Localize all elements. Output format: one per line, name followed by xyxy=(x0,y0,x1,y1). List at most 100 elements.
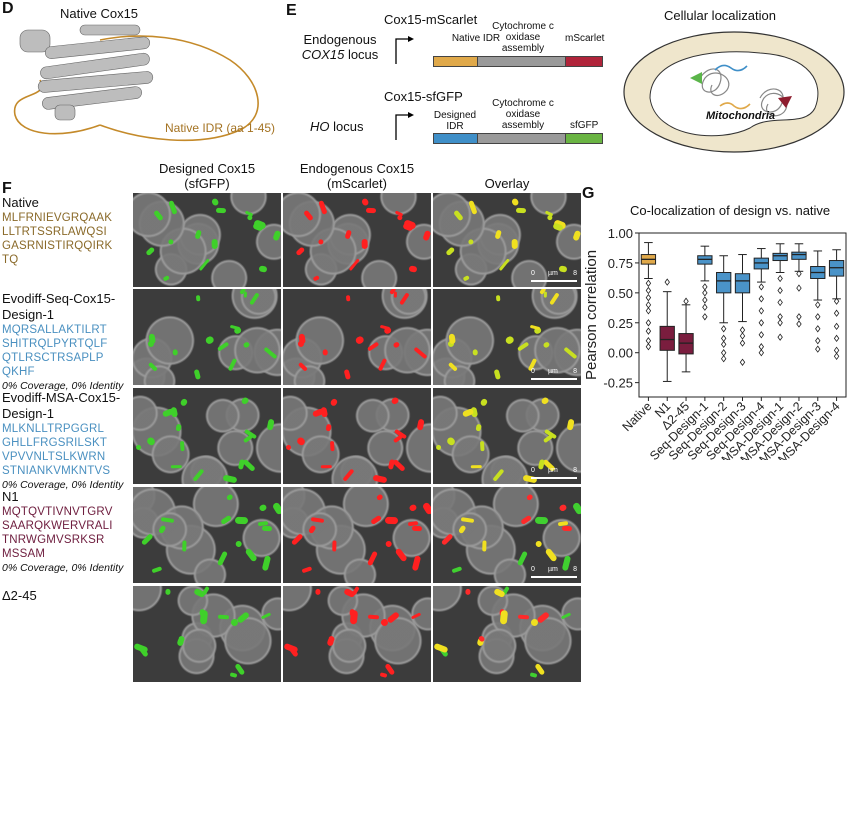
seg-core-2 xyxy=(477,133,566,144)
outlier-point xyxy=(833,346,840,354)
outlier-point xyxy=(833,309,840,317)
outlier-point xyxy=(645,301,652,309)
seg-sfgfp xyxy=(565,133,603,144)
outlier-point xyxy=(645,293,652,302)
outlier-point xyxy=(645,337,652,345)
outlier-point xyxy=(777,313,783,321)
construct-name: Native xyxy=(2,195,39,210)
outlier-point xyxy=(815,313,821,321)
localization-title: Cellular localization xyxy=(664,8,776,23)
panel-d-title: Native Cox15 xyxy=(60,6,139,21)
seg-core-1 xyxy=(477,56,566,67)
construct2-locus: HO locus xyxy=(310,119,364,134)
construct1-name: Cox15-mScarlet xyxy=(384,12,478,27)
panel-e-label: E xyxy=(286,2,297,19)
row-label: Δ2-45 xyxy=(2,588,130,604)
y-tick-label: 0.75 xyxy=(608,256,633,271)
coverage-identity-note: 0% Coverage, 0% Identity xyxy=(2,479,124,491)
outlier-point xyxy=(758,307,765,315)
y-tick-label: 0.50 xyxy=(608,286,633,301)
outlier-point xyxy=(833,352,840,360)
outlier-point xyxy=(720,325,727,333)
outlier-point xyxy=(758,319,765,327)
outlier-point xyxy=(702,313,708,321)
outlier-point xyxy=(645,286,652,295)
construct-name: Evodiff-MSA-Cox15-Design-1 xyxy=(2,390,121,421)
outlier-point xyxy=(702,289,708,297)
construct2-name: Cox15-sfGFP xyxy=(384,89,463,104)
helix-bundle xyxy=(19,24,154,121)
outlier-point xyxy=(720,334,727,343)
cell-diagram xyxy=(623,31,845,153)
outlier-point xyxy=(645,343,652,351)
organelle-label: Mitochondria xyxy=(706,110,776,122)
sfgfp-image xyxy=(133,289,281,385)
outlier-point xyxy=(777,286,783,295)
mscarlet-image xyxy=(283,289,431,385)
box-MSA-Design-1 xyxy=(772,252,788,262)
box-MSA-Design-2 xyxy=(791,251,807,260)
outlier-point xyxy=(815,325,821,333)
mscarlet-marker xyxy=(778,96,792,108)
coverage-identity-note: 0% Coverage, 0% Identity xyxy=(2,380,124,392)
outlier-point xyxy=(720,340,727,349)
seg-mscarlet-label: mScarlet xyxy=(565,33,605,44)
overlay-image xyxy=(433,586,581,682)
outlier-point xyxy=(758,295,765,303)
column-title-mscarlet: Endogenous Cox15(mScarlet) xyxy=(299,161,415,191)
x-tick-label: Native xyxy=(620,399,655,434)
box-Seq-Design-2 xyxy=(716,272,732,294)
sfgfp-image xyxy=(133,487,281,583)
outlier-point xyxy=(702,296,708,304)
outlier-point xyxy=(683,297,689,305)
outlier-point xyxy=(645,327,652,335)
mscarlet-image xyxy=(283,487,431,583)
seg-mscarlet xyxy=(565,56,603,67)
outlier-point xyxy=(758,349,765,357)
panel-g-label: G xyxy=(582,185,595,202)
y-tick-label: -0.25 xyxy=(603,376,633,391)
coverage-identity-note: 0% Coverage, 0% Identity xyxy=(2,562,124,574)
outlier-point xyxy=(739,358,746,366)
outlier-point xyxy=(796,270,802,278)
y-tick-label: 1.00 xyxy=(608,226,633,241)
outlier-point xyxy=(664,278,670,286)
mscarlet-image xyxy=(283,586,431,682)
native-idr-label: Native IDR (aa 1-45) xyxy=(165,121,276,135)
outlier-point xyxy=(758,283,765,291)
outlier-point xyxy=(720,355,727,363)
panel-f-label: F xyxy=(2,180,12,197)
mscarlet-image xyxy=(283,193,431,287)
construct-name: N1 xyxy=(2,489,19,504)
outlier-point xyxy=(645,319,652,327)
outlier-point xyxy=(702,283,708,291)
outlier-point xyxy=(739,326,746,334)
outlier-point xyxy=(833,322,840,331)
sfgfp-image xyxy=(133,388,281,484)
protein-structure xyxy=(13,24,259,142)
mitochondria-tangles xyxy=(699,68,788,117)
seg-native-idr-label: Native IDR xyxy=(451,33,501,44)
box-N1 xyxy=(659,325,675,351)
construct-name: Evodiff-Seq-Cox15-Design-1 xyxy=(2,291,116,322)
sfgfp-marker xyxy=(690,72,702,84)
outlier-point xyxy=(815,337,821,345)
outlier-point xyxy=(739,332,746,340)
outlier-point xyxy=(645,307,652,315)
outlier-point xyxy=(645,279,652,287)
outlier-point xyxy=(777,298,783,307)
outlier-point xyxy=(777,319,783,327)
